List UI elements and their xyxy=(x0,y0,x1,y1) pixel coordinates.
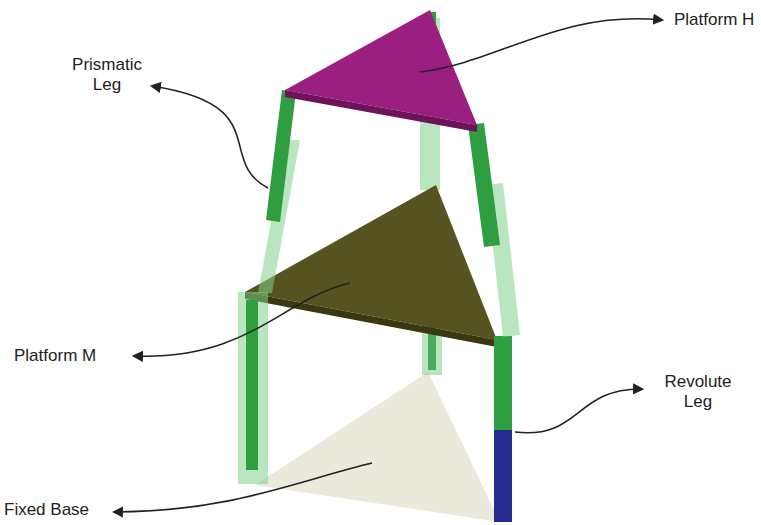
part-label: Revolute Leg xyxy=(648,372,748,412)
part-label: Fixed Base xyxy=(4,500,89,520)
part-label: Platform M xyxy=(14,346,96,366)
leader-line xyxy=(515,389,642,433)
revolute-leg xyxy=(494,336,512,431)
revolute-leg xyxy=(246,300,258,470)
part-label: Platform H xyxy=(674,10,754,30)
fixed-base xyxy=(255,372,500,522)
part-label: Prismatic Leg xyxy=(62,55,152,95)
leader-line xyxy=(114,463,372,512)
prismatic-leg xyxy=(468,123,500,247)
leader-line xyxy=(134,283,350,356)
leader-line xyxy=(420,19,662,72)
revolute-leg-joint xyxy=(494,430,512,522)
revolute-leg xyxy=(238,292,268,484)
leader-line xyxy=(152,86,268,188)
platform-h-edge xyxy=(285,90,477,132)
platform-m-edge xyxy=(245,292,497,347)
prismatic-leg xyxy=(266,90,296,222)
